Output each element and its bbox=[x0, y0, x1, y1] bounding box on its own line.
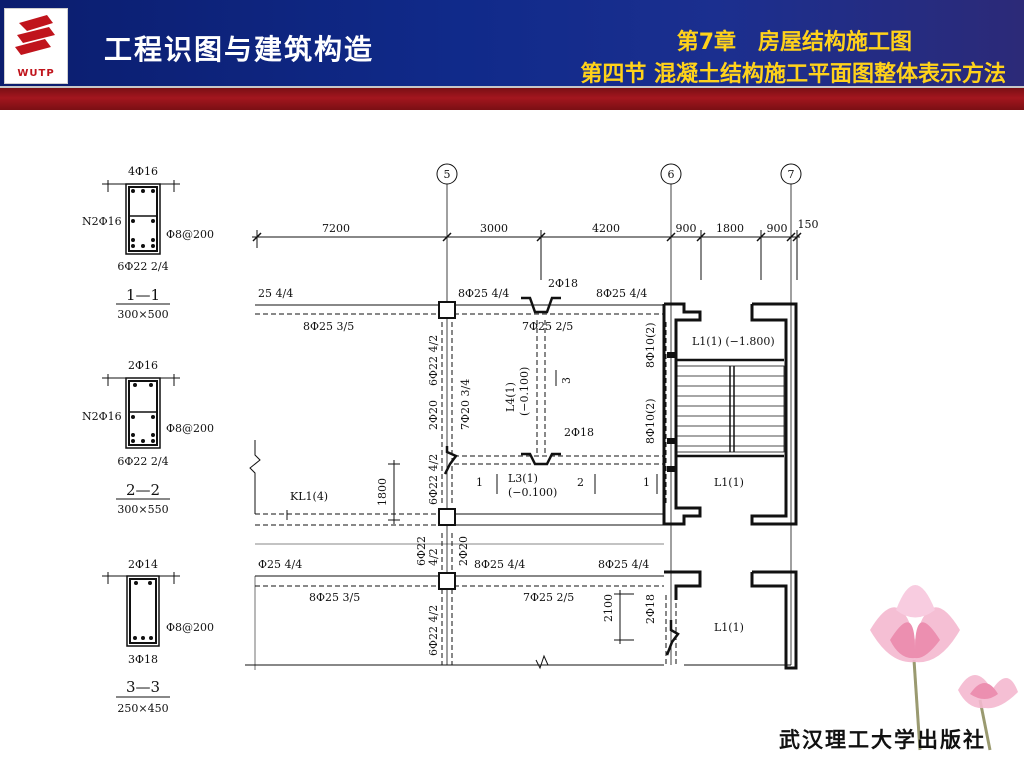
dim-label: 4200 bbox=[592, 222, 620, 235]
beam-label: L1(1) bbox=[714, 476, 744, 489]
chapter-title: 第7章 房屋结构施工图 bbox=[676, 30, 912, 55]
section-name: 3—3 bbox=[126, 678, 160, 696]
section-1-1: 4Φ16 N2Φ16 Φ8@200 6Φ22 2/4 1—1 300×500 bbox=[82, 165, 214, 321]
beam-label: 7Φ25 2/5 bbox=[523, 591, 574, 604]
beam-label: KL1(4) bbox=[290, 490, 328, 503]
section-mark: 1 bbox=[643, 476, 650, 489]
beam-label: Φ25 4/4 bbox=[258, 558, 302, 571]
axis-label: 5 bbox=[444, 168, 451, 181]
header-bar bbox=[0, 0, 1024, 88]
dim-label: 150 bbox=[798, 218, 819, 231]
plan-annotations: 25 4/4 8Φ25 4/4 2Φ18 8Φ25 4/4 8Φ25 3/5 7… bbox=[258, 277, 775, 656]
local-dims bbox=[286, 370, 658, 644]
stair-walls bbox=[662, 302, 798, 670]
section-3-3: 2Φ14 Φ8@200 3Φ18 3—3 250×450 bbox=[102, 558, 214, 715]
section-bottom-bars: 3Φ18 bbox=[128, 653, 158, 666]
dim-label: 900 bbox=[676, 222, 697, 235]
beam-label: 7Φ20 3/4 bbox=[459, 379, 472, 430]
beam-label: L1(1) (−1.800) bbox=[692, 335, 775, 348]
section-mark: 1 bbox=[476, 476, 483, 489]
bent-bars bbox=[443, 296, 680, 656]
header-stripe bbox=[0, 88, 1024, 110]
section-name: 2—2 bbox=[126, 481, 160, 499]
section-bottom-bars: 6Φ22 2/4 bbox=[117, 260, 168, 273]
beam-label: 8Φ25 4/4 bbox=[458, 287, 509, 300]
beam-label: (−0.100) bbox=[508, 486, 557, 499]
beam-label: 4/2 bbox=[427, 548, 440, 566]
beam-label: 3 bbox=[560, 377, 573, 384]
beam-label: 6Φ22 4/2 bbox=[427, 454, 440, 505]
beam-label: 8Φ25 3/5 bbox=[303, 320, 354, 333]
beam-label: 25 4/4 bbox=[258, 287, 293, 300]
section-side-bars: N2Φ16 bbox=[82, 215, 122, 228]
section-name: 1—1 bbox=[126, 286, 160, 304]
logo-text: WUTP bbox=[17, 68, 55, 79]
dim-label: 900 bbox=[767, 222, 788, 235]
section-mark: 2 bbox=[577, 476, 584, 489]
beam-label: 8Φ10(2) bbox=[644, 322, 657, 368]
beam-label: 8Φ25 4/4 bbox=[474, 558, 525, 571]
section-top-bars: 4Φ16 bbox=[128, 165, 158, 178]
logo-mark-icon bbox=[15, 15, 55, 55]
section-top-bars: 2Φ16 bbox=[128, 359, 158, 372]
beam-label: (−0.100) bbox=[518, 367, 531, 416]
section-size: 300×550 bbox=[117, 503, 168, 516]
beam-label: L4(1) bbox=[504, 382, 517, 412]
beam-label: 2Φ18 bbox=[644, 594, 657, 624]
dimension-line: 7200 3000 4200 900 1800 900 150 bbox=[252, 218, 819, 280]
lotus-decoration-icon bbox=[870, 585, 1018, 751]
beam-label: 2Φ18 bbox=[564, 426, 594, 439]
beam-label: L3(1) bbox=[508, 472, 538, 485]
publisher-logo: WUTP bbox=[4, 8, 68, 84]
beam-label: 7Φ25 2/5 bbox=[522, 320, 573, 333]
axis-label: 7 bbox=[788, 168, 795, 181]
beam-lines bbox=[245, 304, 791, 670]
section-stirrup: Φ8@200 bbox=[166, 422, 214, 435]
section-side-bars: N2Φ16 bbox=[82, 410, 122, 423]
section-title: 第四节 混凝土结构施工平面图整体表示方法 bbox=[580, 62, 1006, 87]
beam-label: 8Φ25 4/4 bbox=[596, 287, 647, 300]
section-size: 300×500 bbox=[117, 308, 168, 321]
section-stirrup: Φ8@200 bbox=[166, 228, 214, 241]
section-2-2: 2Φ16 N2Φ16 Φ8@200 6Φ22 2/4 2—2 300×550 bbox=[82, 359, 214, 516]
header-divider bbox=[0, 86, 1024, 89]
publisher-name: 武汉理工大学出版社 bbox=[779, 727, 986, 752]
beam-label: L1(1) bbox=[714, 621, 744, 634]
beam-label: 2100 bbox=[602, 594, 615, 622]
beam-label: 6Φ22 4/2 bbox=[427, 335, 440, 386]
beam-label: 6Φ22 bbox=[415, 536, 428, 566]
vertical-beams bbox=[441, 320, 677, 665]
beam-label: 1800 bbox=[376, 478, 389, 506]
section-bottom-bars: 6Φ22 2/4 bbox=[117, 455, 168, 468]
beam-label: 2Φ18 bbox=[548, 277, 578, 290]
axis-bubbles: 5 6 7 bbox=[436, 163, 802, 665]
dim-label: 1800 bbox=[716, 222, 744, 235]
beam-label: 8Φ10(2) bbox=[644, 398, 657, 444]
columns bbox=[438, 301, 456, 590]
beam-label: 2Φ20 bbox=[457, 536, 470, 566]
section-stirrup: Φ8@200 bbox=[166, 621, 214, 634]
dim-label: 3000 bbox=[480, 222, 508, 235]
staircase bbox=[675, 358, 785, 458]
beam-label: 6Φ22 4/2 bbox=[427, 605, 440, 656]
section-size: 250×450 bbox=[117, 702, 168, 715]
beam-label: 2Φ20 bbox=[427, 400, 440, 430]
beam-label: 8Φ25 4/4 bbox=[598, 558, 649, 571]
section-top-bars: 2Φ14 bbox=[128, 558, 158, 571]
bar-ticks bbox=[667, 352, 675, 472]
beam-label: 8Φ25 3/5 bbox=[309, 591, 360, 604]
dim-label: 7200 bbox=[322, 222, 350, 235]
break-lines bbox=[249, 440, 664, 670]
course-title: 工程识图与建筑构造 bbox=[104, 33, 375, 66]
axis-label: 6 bbox=[668, 168, 675, 181]
